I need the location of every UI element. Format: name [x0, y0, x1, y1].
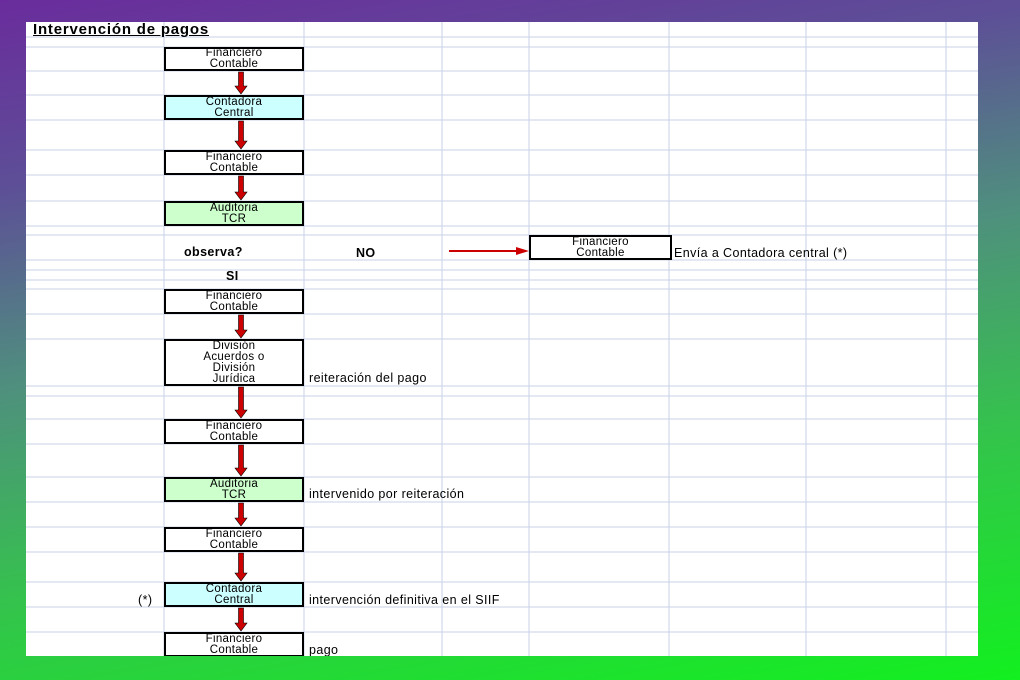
definitive-note: intervención definitiva en el SIIF	[309, 593, 500, 607]
intervened-note: intervenido por reiteración	[309, 487, 465, 501]
decision-yes: SI	[226, 269, 239, 283]
reiteration-note: reiteración del pago	[309, 371, 427, 385]
cell-grid	[26, 22, 978, 656]
page-title: Intervención de pagos	[33, 22, 209, 38]
decision-question: observa?	[184, 245, 243, 259]
asterisk-note: (*)	[138, 593, 153, 607]
side-note: Envía a Contadora central (*)	[674, 246, 848, 260]
decision-no: NO	[356, 246, 376, 260]
payment-note: pago	[309, 643, 339, 656]
